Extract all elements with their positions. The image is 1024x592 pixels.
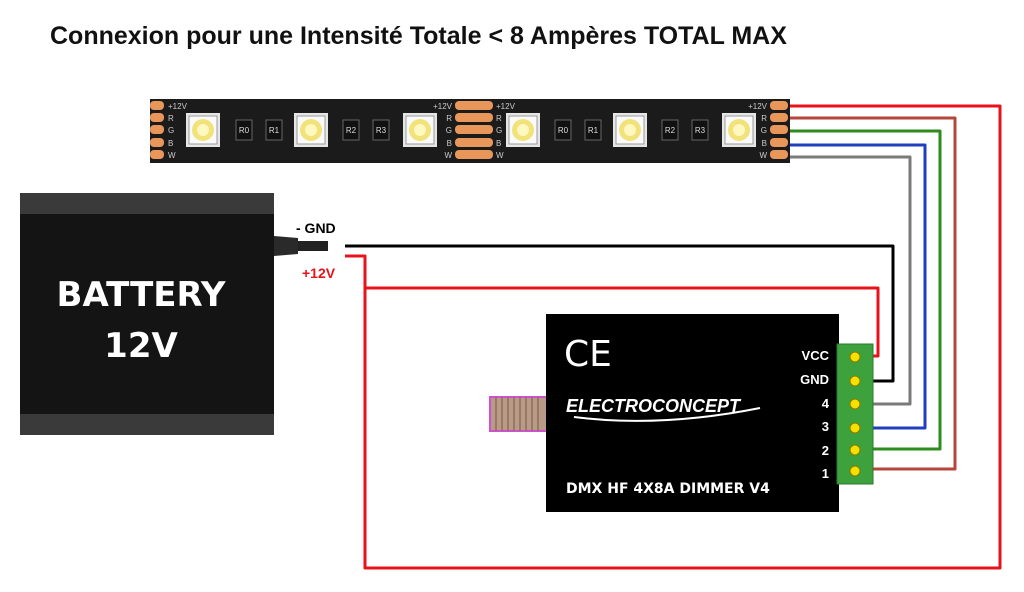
terminal-label-4: 4 [822,396,830,411]
terminal-pins [849,351,861,477]
strip-pads-right [770,101,788,159]
resistor: R1 [584,119,602,141]
resistor-label: R2 [665,126,676,135]
resistors: R0 R1 R2 R3 R0 R1 [235,119,709,141]
terminal-pin-vcc [849,351,861,363]
battery-plug [274,236,298,256]
pad-label-b: B [496,139,501,148]
ce-mark: CE [564,334,612,375]
led-chip [186,113,220,147]
gnd-label: - GND [296,220,336,236]
wire-strip-12v [345,104,1002,570]
resistor: R3 [691,119,709,141]
terminal-pin-4 [849,398,861,410]
pad-label-g: G [496,126,502,135]
wires [345,104,1002,570]
resistor: R2 [661,119,679,141]
pad-label-g: G [446,126,452,135]
battery-voltage: 12V [104,326,178,366]
terminal-pin-2 [849,444,861,456]
led-chip [613,113,647,147]
strip-pads-left [150,101,164,159]
terminal-label-1: 1 [822,466,829,481]
battery-cable [298,241,328,251]
resistor-label: R1 [588,126,599,135]
terminal-pin-3 [849,422,861,434]
resistor-label: R3 [376,126,387,135]
resistor: R0 [554,119,572,141]
terminal-label-3: 3 [822,419,829,434]
battery-label: BATTERY [57,275,226,315]
led-strip: +12V R G B W +12V R G B W +12V R G B W +… [150,99,790,163]
diagram-title: Connexion pour une Intensité Totale < 8 … [50,22,787,50]
terminal-pin-gnd [849,375,861,387]
wire-channel-3-blue [787,143,927,430]
pad-label-12v: +12V [496,102,516,111]
pad-label-r: R [446,114,452,123]
pad-label-12v: +12V [168,102,188,111]
resistor-label: R2 [346,126,357,135]
dimmer-body [546,314,839,512]
resistor-label: R0 [239,126,250,135]
pad-label-r: R [761,114,767,123]
pad-labels-right: +12V R G B W [748,102,768,160]
led-chip [403,113,437,147]
antenna-connector [489,396,549,432]
resistor: R3 [372,119,390,141]
pad-label-g: G [761,126,767,135]
terminal-label-vcc: VCC [802,348,830,363]
dimmer: CE ELECTROCONCEPT DMX HF 4X8A DIMMER V4 … [489,314,874,512]
terminal-pin-1 [849,465,861,477]
terminal-block [836,343,874,485]
brand-logo: ELECTROCONCEPT [566,396,742,416]
resistor-label: R1 [269,126,280,135]
pad-label-12v: +12V [433,102,453,111]
terminal-label-2: 2 [822,443,829,458]
pad-labels-mid-left: +12V R G B W [433,102,453,160]
led-chip [294,113,328,147]
pad-labels-left: +12V R G B W [168,102,188,160]
resistor: R0 [235,119,253,141]
battery: BATTERY 12V - GND +12V [20,193,336,435]
strip-pads-middle [455,101,493,159]
pad-label-r: R [496,114,502,123]
resistor: R2 [342,119,360,141]
model-label: DMX HF 4X8A DIMMER V4 [566,481,770,497]
pad-label-w: W [168,151,176,160]
resistor: R1 [265,119,283,141]
pad-label-b: B [762,139,767,148]
pad-label-b: B [168,139,173,148]
terminal-label-gnd: GND [800,372,829,387]
brand-swoosh [573,407,761,422]
pad-label-w: W [759,151,767,160]
pad-label-g: G [168,126,174,135]
pad-label-b: B [447,139,452,148]
pad-label-w: W [496,151,504,160]
pad-labels-mid-right: +12V R G B W [496,102,516,160]
led-chips [186,113,756,147]
pad-label-12v: +12V [748,102,768,111]
pad-label-w: W [444,151,452,160]
pad-label-r: R [168,114,174,123]
resistor-label: R0 [558,126,569,135]
terminal-labels: VCC GND 4 3 2 1 [800,348,830,481]
led-chip [506,113,540,147]
wire-channel-4-white [787,155,912,406]
resistor-label: R3 [695,126,706,135]
wire-channel-1-red [787,116,957,471]
wire-channel-2-green [787,129,942,451]
plus-12v-label: +12V [302,265,336,281]
led-chip [722,113,756,147]
